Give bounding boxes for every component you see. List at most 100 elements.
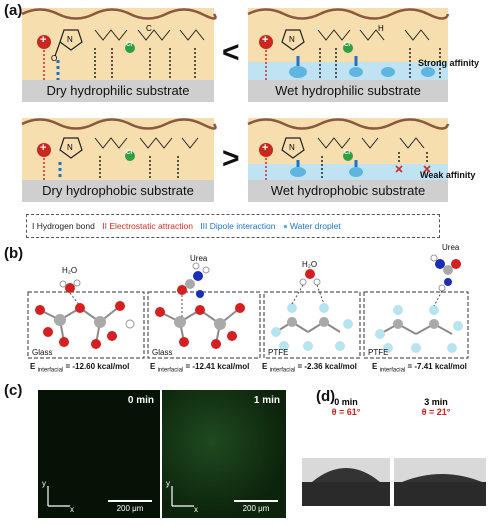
plus-sign: +: [262, 142, 269, 154]
polymer-chain: [21, 118, 217, 130]
angle-label: θ = 61°: [331, 407, 361, 417]
glass-label: Glass: [152, 348, 173, 357]
atoms: [393, 254, 461, 329]
panel-b-molecules: [27, 254, 469, 359]
pyrrolidone-group: [281, 29, 305, 51]
polymer-chain: [21, 8, 217, 20]
greater-than-symbol: >: [222, 142, 240, 175]
interaction-lines: [265, 152, 428, 180]
time-label: 3 min: [424, 397, 448, 407]
legend-dipole: III Dipole interaction: [200, 221, 276, 231]
micrograph-0min: 0 min y x 200 μm: [38, 390, 160, 518]
atoms: [155, 262, 245, 349]
nitrogen-label: N: [67, 35, 73, 44]
energy-ptfe-water: E interfacial = -2.36 kcal/mol: [262, 362, 357, 374]
urea-groups: [94, 137, 199, 149]
contact-angle-3min: 3 min θ = 21°: [396, 397, 476, 417]
urea-groups: [317, 137, 425, 149]
y-axis-label: y: [42, 479, 46, 488]
panel-a-label: (a): [4, 2, 23, 19]
ptfe-chain: [275, 321, 341, 333]
oxygen-label: O: [51, 54, 58, 63]
chloride-ion: [343, 151, 353, 161]
substrate-wet-hydrophobic: Wet hydrophobic substrate: [248, 180, 448, 202]
substrate-shadow: [302, 482, 390, 506]
micrograph-1min: 1 min y x 200 μm: [162, 390, 286, 518]
panel-a-schematic: [21, 8, 450, 180]
time-label: 0 min: [334, 397, 358, 407]
urea-groups: [317, 29, 430, 41]
legend: I Hydrogen bond II Electrostatic attract…: [26, 214, 440, 238]
plus-charge: [259, 35, 273, 49]
legend-water-droplet: Water droplet: [289, 221, 341, 231]
water-droplets: [289, 66, 435, 78]
urea-groups: [94, 29, 205, 41]
legend-water-droplet-icon: ●: [282, 221, 288, 231]
angle-label: θ = 21°: [421, 407, 451, 417]
nitrogen-label: N: [289, 35, 295, 44]
weak-bond-marks: [395, 165, 431, 173]
fluorine-atoms: [375, 305, 463, 353]
legend-hydrogen-bond: I Hydrogen bond: [32, 221, 95, 231]
pyrrolidone-group: [59, 137, 83, 159]
plus-charge: [37, 35, 51, 49]
urea-label: Urea: [190, 254, 208, 263]
interaction-lines: [43, 156, 179, 180]
droplet-61deg: [312, 468, 380, 482]
chloride-label: Cl: [344, 150, 350, 156]
substrate-dry-hydrophobic: Dry hydrophobic substrate: [22, 180, 214, 202]
polymer-chain: [247, 8, 450, 20]
ptfe-box: [363, 291, 469, 359]
atoms: [35, 279, 135, 349]
chloride-label: Cl: [344, 42, 350, 48]
nitrogen-label: N: [67, 143, 73, 152]
ptfe-label: PTFE: [268, 348, 289, 357]
membrane-region: [22, 118, 214, 180]
water-droplets: [290, 167, 363, 177]
water-label: H₂O: [62, 266, 78, 275]
scale-bar: 200 μm: [234, 500, 278, 513]
substrate-dry-hydrophilic: Dry hydrophilic substrate: [22, 80, 214, 102]
substrate-shadow: [394, 482, 486, 506]
plus-sign: +: [40, 142, 47, 154]
time-label: 1 min: [253, 395, 280, 406]
water-layer: [248, 164, 448, 180]
pyrrolidone-group: [281, 137, 305, 159]
plus-charge: [37, 143, 51, 157]
strong-affinity-label: Strong affinity: [418, 58, 479, 68]
energy-glass-urea: E interfacial = -12.41 kcal/mol: [150, 362, 250, 374]
energy-glass-water: E interfacial = -12.60 kcal/mol: [30, 362, 130, 374]
nitrogen-label: N: [289, 143, 295, 152]
axis-icon: [47, 486, 70, 507]
panel-b-label: (b): [4, 245, 24, 262]
plus-charge: [259, 143, 273, 157]
ptfe-chain: [379, 323, 453, 335]
plus-sign: +: [40, 34, 47, 46]
weak-affinity-label: Weak affinity: [420, 170, 476, 180]
glass-box: [27, 291, 145, 359]
polymer-chain: [247, 118, 450, 130]
panel-d-label: (d): [316, 388, 336, 405]
x-axis-label: x: [70, 505, 74, 514]
chloride-ion: [125, 43, 135, 53]
membrane-region: [22, 8, 214, 80]
chloride-ion: [125, 151, 135, 161]
droplet-21deg: [402, 474, 482, 482]
scale-bar: 200 μm: [108, 500, 152, 513]
glass-label: Glass: [32, 348, 53, 357]
x-axis-label: x: [194, 505, 198, 514]
atoms: [287, 269, 329, 327]
ptfe-label: PTFE: [368, 348, 389, 357]
interaction-lines: [43, 48, 196, 80]
hydrogen-label: H: [378, 24, 384, 33]
energy-ptfe-urea: E interfacial = -7.41 kcal/mol: [372, 362, 467, 374]
panel-c-label: (c): [4, 382, 23, 399]
pyrrolidone-group: [54, 29, 83, 57]
substrate-wet-hydrophilic: Wet hydrophilic substrate: [248, 80, 448, 102]
droplet-images: [302, 458, 486, 506]
legend-electrostatic: II Electrostatic attraction: [102, 221, 193, 231]
plus-sign: +: [262, 34, 269, 46]
glass-box: [147, 291, 261, 359]
interaction-lines: [265, 48, 441, 80]
